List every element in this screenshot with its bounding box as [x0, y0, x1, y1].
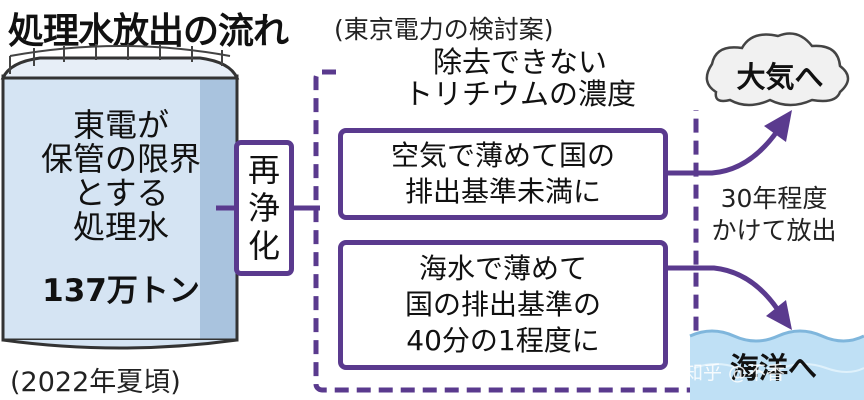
tritium-label-line: 除去できない	[432, 45, 607, 79]
tank-line: とする	[73, 174, 169, 212]
duration-line: 30年程度	[720, 184, 828, 213]
release-duration: 30年程度 かけて放出	[694, 183, 854, 247]
repurify-char: 浄	[247, 189, 280, 227]
air-box-line: 空気で薄めて国の	[390, 139, 615, 172]
page-subtitle: (東京電力の検討案)	[334, 15, 554, 44]
page-title: 処理水放出の流れ	[8, 11, 289, 52]
repurification-box: 再 浄 化	[234, 140, 294, 276]
tank-date: (2022年夏頃)	[10, 367, 181, 398]
tank-line: 東電が	[72, 106, 169, 144]
sea-box-line: 海水で薄めて	[418, 252, 587, 285]
sea-box-line: 40分の1程度に	[406, 324, 600, 357]
sea-destination-label: 海洋へ	[730, 351, 818, 385]
flow-connectors	[216, 128, 781, 312]
air-destination-label: 大気へ	[736, 60, 824, 94]
air-box-line: 排出基準未満に	[404, 175, 601, 208]
sea-box-line: 国の排出基準の	[404, 288, 601, 321]
repurify-char: 化	[247, 227, 280, 265]
sea-graphic	[689, 329, 864, 400]
sea-arrowhead	[766, 300, 792, 330]
air-dilution-box: 空気で薄めて国の 排出基準未満に	[338, 128, 668, 220]
air-arrowhead	[764, 110, 792, 142]
tritium-label: 除去できない トリチウムの濃度	[340, 46, 700, 110]
cloud-graphic	[705, 32, 850, 107]
tank-description: 東電が 保管の限界 とする 処理水	[12, 108, 230, 244]
repurify-char: 再	[247, 151, 280, 189]
tank-line: 保管の限界	[40, 140, 201, 178]
sea-dilution-box: 海水で薄めて 国の排出基準の 40分の1程度に	[338, 240, 668, 370]
tritium-label-line: トリチウムの濃度	[403, 77, 636, 111]
watermark: 知乎 @不香	[684, 362, 786, 384]
tank-line: 処理水	[72, 208, 169, 246]
duration-line: かけて放出	[711, 216, 837, 245]
tank-amount: 137万トン	[42, 273, 200, 309]
